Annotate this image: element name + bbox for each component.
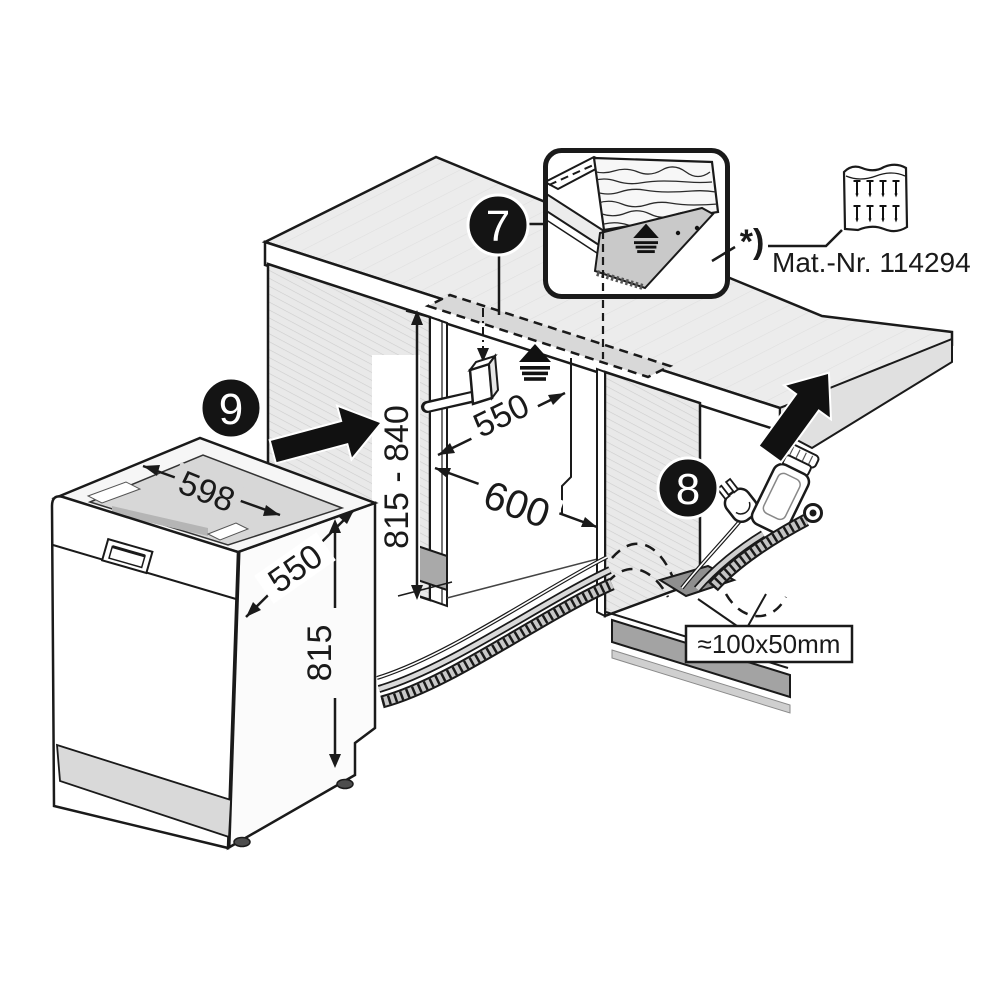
footnote-marker: *) [740, 223, 765, 261]
drain-hose [708, 503, 823, 592]
install-direction-arrow-icon [757, 371, 833, 464]
top-pad [206, 522, 250, 541]
step-8-number: 8 [676, 465, 700, 514]
dim-niche-height: 815 - 840 [372, 310, 453, 600]
plinth-lower-strip [611, 649, 791, 714]
hose-bundle [376, 555, 615, 709]
niche-height-label: 815 - 840 [378, 405, 416, 549]
material-note: *) Mat.-Nr. 114294 [711, 163, 971, 278]
niche-width-label: 600 [478, 473, 556, 537]
top-pad [86, 481, 142, 504]
hose-routing-dashed [606, 542, 788, 618]
dim-appliance-height: 815 [301, 519, 341, 768]
protective-plate [593, 206, 715, 290]
cutout-size-callout: ≈100x50mm [684, 593, 854, 664]
dim-appliance-width: 598 [142, 462, 281, 520]
detail-inset [543, 148, 730, 299]
down-arrowhead [477, 348, 489, 362]
appliance-height-label: 815 [301, 625, 339, 682]
cutout-size-box [684, 624, 854, 664]
step-9-badge: 9 [199, 376, 263, 440]
drain-hose-end [803, 503, 823, 523]
dim-niche-width: 600 [434, 466, 598, 537]
niche-right-jamb [596, 367, 606, 618]
step-8-badge: 8 [656, 456, 720, 520]
door-handle [100, 537, 154, 575]
hammer-icon [421, 353, 500, 413]
hammer-callout [477, 308, 489, 362]
kick-panel [55, 743, 232, 839]
power-plug-icon [716, 477, 759, 524]
slide-in-arrow-icon [268, 403, 384, 465]
niche-left-jamb [429, 315, 448, 608]
step-7-badge: 7 [466, 193, 547, 257]
appliance-foot [233, 836, 251, 848]
step-7-number: 7 [486, 202, 510, 251]
power-cord [680, 477, 759, 590]
step-9-number: 9 [219, 385, 243, 434]
cutout-size-label: ≈100x50mm [698, 629, 841, 659]
appliance-foot [336, 778, 354, 790]
screw-packet-icon [842, 163, 909, 233]
material-number: Mat.-Nr. 114294 [772, 247, 971, 278]
dishwasher: 815 550 598 [50, 436, 379, 851]
dishwasher-top: 598 [51, 436, 379, 554]
mounting-strip-dashed [424, 253, 674, 379]
